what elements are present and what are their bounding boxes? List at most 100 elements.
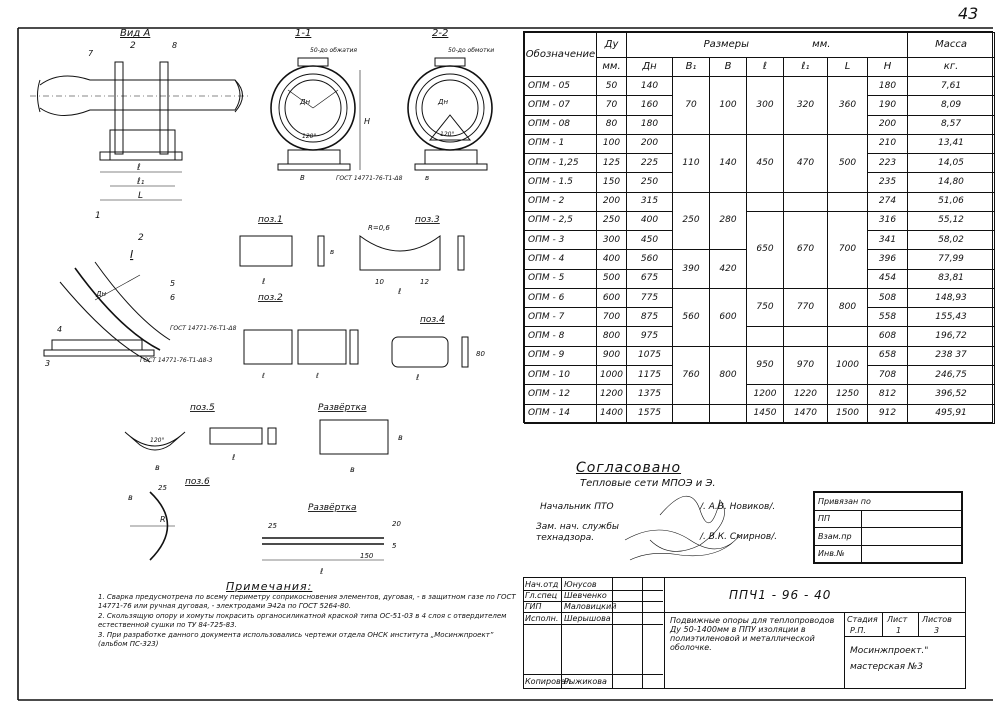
razv1-plate — [319, 419, 389, 455]
svg-text:120°: 120° — [302, 133, 316, 140]
svg-text:L: L — [138, 191, 143, 201]
poz2-plate-b — [297, 329, 347, 365]
drawing-description: Подвижные опоры для теплопроводов Ду 50-… — [670, 616, 835, 652]
svg-text:20: 20 — [392, 520, 401, 528]
signature-1 — [649, 495, 725, 552]
svg-text:в: в — [128, 493, 133, 502]
svg-text:ℓ₁: ℓ₁ — [136, 177, 145, 187]
page-number: 43 — [958, 4, 979, 23]
svg-text:Дн: Дн — [95, 290, 106, 298]
svg-text:7: 7 — [88, 49, 94, 58]
col-sizes: Размеры мм. — [625, 32, 909, 58]
col-du: Ду — [596, 32, 627, 58]
svg-text:ГОСТ 14771-76-Т1-Δ8: ГОСТ 14771-76-Т1-Δ8 — [336, 175, 403, 182]
poz5-title: поз.5 — [190, 403, 215, 413]
svg-text:в: в — [398, 433, 403, 442]
poz4-block — [391, 336, 449, 368]
svg-text:ℓ: ℓ — [231, 453, 235, 462]
svg-text:ℓ: ℓ — [319, 567, 323, 576]
svg-text:12: 12 — [420, 278, 429, 286]
svg-text:ℓ: ℓ — [136, 163, 141, 173]
svg-text:ℓ: ℓ — [261, 372, 265, 380]
support-body — [109, 129, 176, 161]
section-2-2-title: 2-2 — [432, 28, 448, 39]
svg-text:ℓ: ℓ — [397, 287, 401, 296]
detail-arc-outer — [74, 267, 161, 351]
approval-role-2b: технадзора. — [536, 533, 595, 543]
svg-text:80: 80 — [476, 350, 485, 358]
note-3: 3. При разработке данного документа испо… — [98, 631, 494, 648]
clamp-left — [114, 61, 124, 155]
notes-body: 1. Сварка предусмотрена по всему перимет… — [98, 593, 516, 650]
poz6-title: поз.6 — [185, 477, 210, 487]
svg-text:ℓ: ℓ — [315, 372, 319, 380]
note-1: 1. Сварка предусмотрена по всему перимет… — [98, 593, 516, 610]
svg-text:в: в — [425, 174, 429, 182]
svg-text:R=0,6: R=0,6 — [368, 224, 390, 232]
poz4-title: поз.4 — [420, 315, 445, 325]
svg-text:ГОСТ 14771-76-Т1-Δ8: ГОСТ 14771-76-Т1-Δ8 — [170, 325, 237, 332]
svg-text:120°: 120° — [150, 437, 164, 444]
approval-name-2: /. В.К. Смирнов/. — [700, 532, 778, 542]
svg-text:2: 2 — [138, 233, 144, 243]
svg-text:В: В — [300, 174, 305, 182]
svg-text:4: 4 — [57, 325, 62, 334]
poz1-title: поз.1 — [258, 215, 283, 225]
note-2: 2. Скользящую опору и хомуты покрасить о… — [98, 612, 507, 629]
signature-2 — [624, 529, 741, 561]
attachment-box: Привязан по ПП Взам.пр Инв.№ — [813, 491, 963, 564]
poz5-arc — [124, 431, 186, 451]
svg-text:ℓ: ℓ — [415, 373, 419, 382]
svg-text:25: 25 — [268, 522, 277, 530]
svg-text:R: R — [160, 515, 166, 524]
notes-title: Примечания: — [226, 580, 313, 593]
svg-text:5: 5 — [170, 279, 175, 288]
title-block: Нач.отд Гл.спец ГИП Исполн. Копировал Юн… — [523, 577, 966, 689]
approval-name-1: /. А.В. Новиков/. — [700, 502, 776, 512]
svg-text:50-до обмотки: 50-до обмотки — [448, 47, 494, 54]
razv1-title: Развёртка — [318, 403, 366, 413]
svg-text:10: 10 — [375, 278, 384, 286]
svg-text:Дн: Дн — [437, 98, 448, 106]
svg-text:ГОСТ 14771-76-Т1-Δ8-3: ГОСТ 14771-76-Т1-Δ8-3 — [140, 357, 213, 364]
svg-text:ℓ: ℓ — [261, 277, 265, 286]
svg-text:8: 8 — [172, 41, 177, 50]
approval-org: Тепловые сети МПОЭ и Э. — [580, 478, 716, 489]
svg-text:Н: Н — [364, 117, 370, 126]
approval-role-2a: Зам. нач. службы — [536, 522, 620, 532]
poz3-title: поз.3 — [415, 215, 440, 225]
svg-text:в: в — [330, 248, 334, 256]
poz2-title: поз.2 — [258, 293, 283, 303]
svg-text:1: 1 — [95, 211, 101, 221]
svg-text:50-до обжатия: 50-до обжатия — [310, 47, 357, 54]
drawing-code: ППЧ1 - 96 - 40 — [729, 588, 832, 602]
svg-text:в: в — [155, 463, 160, 472]
razv2-title: Развёртка — [308, 503, 356, 513]
poz2-plate-a — [243, 329, 293, 365]
svg-text:25: 25 — [158, 484, 167, 492]
svg-text:3: 3 — [45, 359, 50, 368]
svg-text:150: 150 — [360, 552, 374, 560]
col-mass: Масса — [907, 32, 996, 58]
svg-text:120°: 120° — [440, 131, 454, 138]
detail-1-title: I — [130, 248, 133, 261]
poz6-arc — [149, 491, 169, 561]
approval-role-1: Начальник ПТО — [540, 502, 614, 512]
clamp-right — [159, 61, 169, 155]
view-a-title: Вид А — [120, 28, 150, 39]
